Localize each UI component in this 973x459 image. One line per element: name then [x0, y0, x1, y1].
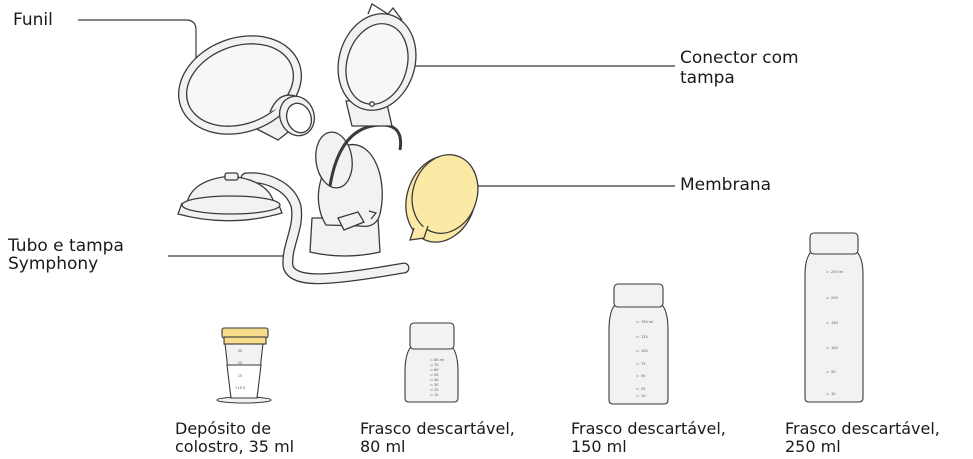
tick-label: 150 ml: [641, 320, 653, 324]
tick-label: 10: [641, 394, 645, 398]
tick-label: 10: [831, 392, 835, 396]
tick-label: 125: [641, 335, 648, 339]
tick-label: 35: [238, 349, 242, 353]
colostrum-caption-line2: colostro, 35 ml: [175, 437, 295, 456]
funnel-illustration: [178, 35, 316, 141]
bottle-250-caption-line2: 250 ml: [785, 437, 841, 456]
tick-marks: [430, 359, 433, 396]
tick-label: +10 5: [235, 386, 246, 390]
bottle-150ml-illustration: 150 ml 125 100 75 50 25 10: [608, 283, 669, 405]
bottle-150-caption-line1: Frasco descartável,: [571, 419, 726, 438]
tubing-label-line1: Tubo e tampa: [8, 236, 124, 256]
bottle-250-caption-line1: Frasco descartável,: [785, 419, 940, 438]
tick-label: 15: [238, 374, 242, 378]
tick-label: 10: [434, 393, 438, 397]
tick-label: 50: [831, 370, 835, 374]
membrane-illustration: [405, 154, 479, 243]
tubing-cap-illustration: [177, 172, 410, 285]
tick-label: 75: [641, 362, 645, 366]
tick-label: 30: [434, 383, 438, 387]
bottle-80-caption-line1: Frasco descartável,: [360, 419, 515, 438]
tick-label: 100: [831, 346, 838, 350]
tick-label: 150: [831, 321, 838, 325]
colostrum-caption-line1: Depósito de: [175, 419, 272, 438]
tick-label: 250 ml: [831, 270, 843, 274]
tick-label: 25: [641, 387, 645, 391]
bottle-80-caption-line2: 80 ml: [360, 437, 406, 456]
connector-label-line2: tampa: [680, 68, 735, 88]
tubing-label-line2: Symphony: [8, 254, 99, 274]
tick-label: 20: [434, 388, 438, 392]
tick-label: 200: [831, 296, 838, 300]
tick-label: 50: [641, 374, 645, 378]
tick-label: 80 ml: [434, 358, 444, 362]
tick-label: 25: [238, 361, 242, 365]
bottle-150-caption-line2: 150 ml: [571, 437, 627, 456]
tick-label: 40: [434, 378, 438, 382]
membrane-label: Membrana: [680, 175, 772, 195]
funnel-label: Funil: [13, 10, 53, 30]
tick-label: 100: [641, 349, 648, 353]
tick-label: 60: [434, 368, 438, 372]
tick-label: 50: [434, 373, 438, 377]
bottle-80ml-illustration: 80 ml 70 60 50 40 30 20 10: [404, 322, 459, 403]
tick-label: 70: [434, 363, 438, 367]
connector-label-line1: Conector com: [680, 48, 799, 68]
connector-illustration: [309, 3, 417, 257]
colostrum-container-illustration: 35 25 15 +10 5: [216, 327, 272, 404]
bottle-250ml-illustration: 250 ml 200 150 100 50 10: [804, 232, 864, 403]
funnel-leader-line: [78, 19, 197, 64]
